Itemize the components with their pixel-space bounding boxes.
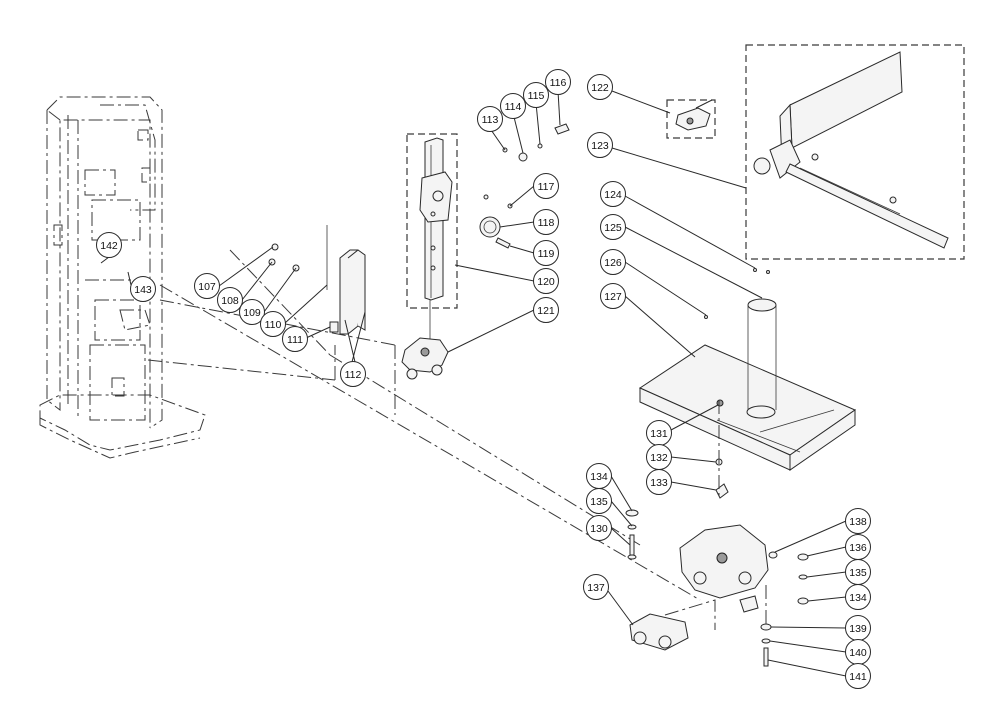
callout-115: 115 [523,82,549,108]
callout-109: 109 [239,299,265,325]
callout-label: 107 [198,281,216,293]
callout-114: 114 [500,93,526,119]
callout-label: 121 [537,305,555,317]
callout-123: 123 [587,132,613,158]
callout-135: 135 [586,488,612,514]
callout-110: 110 [260,311,286,337]
callout-label: 120 [537,276,555,288]
callout-label: 126 [604,257,622,269]
callout-116: 116 [545,69,571,95]
callout-label: 122 [591,82,609,94]
callout-111: 111 [282,326,308,352]
callout-113: 113 [477,106,503,132]
lower-guide-assembly [625,509,809,667]
callout-124: 124 [600,181,626,207]
callout-118: 118 [533,209,559,235]
table-assembly [638,268,857,500]
callout-143: 143 [130,276,156,302]
callout-label: 112 [345,369,362,381]
callout-label: 143 [134,284,152,296]
callout-label: 142 [100,240,118,252]
callout-label: 116 [550,77,567,89]
callout-138: 138 [845,508,871,534]
callout-117: 117 [533,173,559,199]
callout-131: 131 [646,420,672,446]
rip-fence-inset [745,44,965,260]
callout-label: 133 [650,477,668,489]
callout-label: 134 [849,592,867,604]
callout-label: 124 [604,189,622,201]
callout-140: 140 [845,639,871,665]
callout-126: 126 [600,249,626,275]
callout-134: 134 [586,463,612,489]
callout-label: 140 [849,647,867,659]
callout-label: 132 [650,452,668,464]
callout-139: 139 [845,615,871,641]
callout-134-right: 134 [845,584,871,610]
callout-label: 139 [849,623,867,635]
callout-135-right: 135 [845,559,871,585]
callout-108: 108 [217,287,243,313]
callout-label: 130 [590,523,608,535]
callout-label: 113 [482,114,499,126]
callout-label: 117 [538,181,555,193]
callout-130: 130 [586,515,612,541]
callout-label: 108 [221,295,239,307]
callout-121: 121 [533,297,559,323]
callout-137: 137 [583,574,609,600]
callout-127: 127 [600,283,626,309]
callout-136: 136 [845,534,871,560]
callout-label: 137 [587,582,605,594]
callout-112: 112 [340,361,366,387]
callout-120: 120 [533,268,559,294]
callout-label: 111 [287,334,303,346]
saw-frame-column [39,96,206,459]
callout-107: 107 [194,273,220,299]
callout-label: 136 [849,542,867,554]
callout-label: 119 [538,248,555,260]
callout-141: 141 [845,663,871,689]
callout-125: 125 [600,214,626,240]
callout-label: 110 [265,319,282,331]
callout-label: 115 [528,90,545,102]
callout-label: 135 [590,496,608,508]
callout-label: 141 [849,671,867,683]
callout-label: 125 [604,222,622,234]
callout-122: 122 [587,74,613,100]
callout-label: 109 [243,307,261,319]
callout-133: 133 [646,469,672,495]
leader-lines [100,90,847,677]
callout-label: 135 [849,567,867,579]
callout-label: 123 [591,140,609,152]
callout-label: 131 [650,428,668,440]
callout-119: 119 [533,240,559,266]
callout-label: 127 [604,291,622,303]
callout-label: 114 [505,101,522,113]
callout-label: 134 [590,471,608,483]
callouts: 107 108 109 110 111 112 113 114 115 116 … [96,69,871,689]
miter-gauge [666,99,716,139]
callout-142: 142 [96,232,122,258]
callout-label: 138 [849,516,867,528]
callout-label: 118 [538,217,555,229]
callout-132: 132 [646,444,672,470]
upper-guide-post-assembly [401,123,570,380]
